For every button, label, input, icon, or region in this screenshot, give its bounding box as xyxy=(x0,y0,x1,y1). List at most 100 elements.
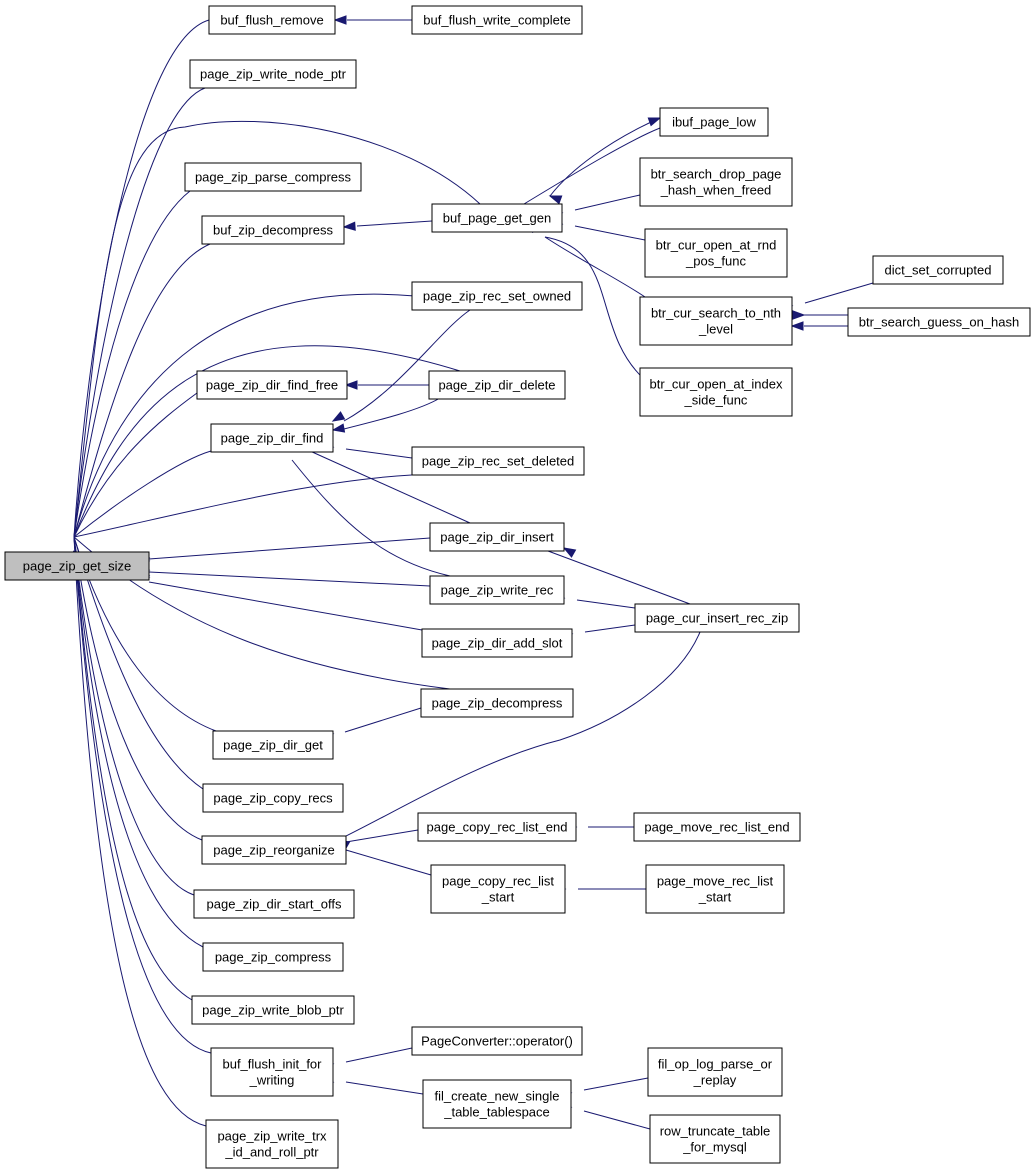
edge-line xyxy=(73,190,191,538)
node-page-zip-write-trx-id-and-roll-ptr[interactable]: page_zip_write_trx_id_and_roll_ptr xyxy=(205,1119,339,1169)
node-page-zip-dir-insert[interactable]: page_zip_dir_insert xyxy=(429,522,565,552)
arrowhead xyxy=(548,195,563,205)
node-box xyxy=(201,835,347,865)
node-fil-op-log-parse-or-replay[interactable]: fil_op_log_parse_or_replay xyxy=(647,1047,783,1097)
node-box xyxy=(205,1119,339,1169)
edge-line xyxy=(73,120,481,538)
node-label: page_move_rec_list xyxy=(657,874,774,889)
node-fil-create-new-single-table-tablespace[interactable]: fil_create_new_single_table_tablespace xyxy=(422,1079,572,1129)
node-page-zip-dir-get[interactable]: page_zip_dir_get xyxy=(212,730,334,760)
node-label: fil_op_log_parse_or xyxy=(658,1057,773,1072)
node-page-zip-dir-find[interactable]: page_zip_dir_find xyxy=(210,423,334,453)
node-box xyxy=(644,228,788,278)
node-page-move-rec-list-start[interactable]: page_move_rec_list_start xyxy=(645,864,785,914)
node-buf-page-get-gen[interactable]: buf_page_get_gen xyxy=(431,203,563,233)
node-PageConverter-operator[interactable]: PageConverter::operator() xyxy=(411,1026,583,1056)
node-row-truncate-table-for-mysql[interactable]: row_truncate_table_for_mysql xyxy=(649,1114,781,1164)
node-page-zip-dir-add-slot[interactable]: page_zip_dir_add_slot xyxy=(421,628,573,658)
edge-line xyxy=(148,581,423,631)
node-label: page_zip_dir_get xyxy=(223,738,323,753)
node-page-zip-rec-set-owned[interactable]: page_zip_rec_set_owned xyxy=(411,281,583,311)
node-label: page_zip_compress xyxy=(215,950,332,965)
node-buf-flush-write-complete[interactable]: buf_flush_write_complete xyxy=(411,5,583,35)
node-label: _for_mysql xyxy=(682,1140,747,1155)
node-label: buf_zip_decompress xyxy=(213,223,333,238)
node-box xyxy=(428,370,566,400)
arrowhead xyxy=(344,380,358,390)
node-label: row_truncate_table xyxy=(660,1124,771,1139)
node-label: page_zip_write_trx xyxy=(217,1129,327,1144)
edge-line xyxy=(73,392,198,538)
node-btr-search-drop-page-hash[interactable]: btr_search_drop_page_hash_when_freed xyxy=(639,157,793,207)
edge-page_cur_insert_rec_zip-to-page_zip_write_rec xyxy=(552,592,636,609)
edge-line xyxy=(73,87,206,538)
edge-page_zip_dir_delete-to-page_zip_dir_find_free xyxy=(344,380,429,390)
edge-line xyxy=(73,19,210,538)
edge-btr_cur_search_to_nth-to-btr_search_guess_on_hash xyxy=(790,321,848,331)
node-btr-cur-open-at-rnd[interactable]: btr_cur_open_at_rnd_pos_func xyxy=(644,228,788,278)
node-page-zip-get-size[interactable]: page_zip_get_size xyxy=(4,551,150,581)
edge-line xyxy=(345,1081,424,1095)
node-label: page_zip_decompress xyxy=(432,696,563,711)
node-label: page_zip_dir_delete xyxy=(438,378,555,393)
node-box xyxy=(202,783,344,813)
edge-buf_flush_init_for_writing-to-page_zip_get_size xyxy=(69,536,212,1054)
node-box xyxy=(639,367,793,417)
node-btr-search-guess-on-hash[interactable]: btr_search_guess_on_hash xyxy=(847,307,1031,337)
node-btr-cur-search-to-nth[interactable]: btr_cur_search_to_nth_level xyxy=(639,296,793,346)
node-page-zip-compress[interactable]: page_zip_compress xyxy=(202,942,344,972)
node-page-copy-rec-list-start[interactable]: page_copy_rec_list_start xyxy=(430,864,566,914)
node-box xyxy=(210,1047,334,1097)
edge-page_zip_dir_add_slot-to-page_zip_get_size xyxy=(136,569,423,631)
node-ibuf-page-low[interactable]: ibuf_page_low xyxy=(659,107,769,137)
edge-line xyxy=(73,536,207,1127)
node-label: _table_tablespace xyxy=(443,1105,550,1120)
node-page-zip-parse-compress[interactable]: page_zip_parse_compress xyxy=(184,162,362,192)
node-page-zip-write-rec[interactable]: page_zip_write_rec xyxy=(429,575,565,605)
node-box xyxy=(4,551,150,581)
node-page-move-rec-list-end[interactable]: page_move_rec_list_end xyxy=(633,812,801,842)
edge-line xyxy=(584,624,636,633)
arrowhead xyxy=(342,221,356,231)
arrowhead xyxy=(331,423,346,433)
node-page-zip-dir-start-offs[interactable]: page_zip_dir_start_offs xyxy=(193,889,355,919)
edge-line xyxy=(73,536,203,841)
node-page-zip-dir-find-free[interactable]: page_zip_dir_find_free xyxy=(196,370,348,400)
node-page-cur-insert-rec-zip[interactable]: page_cur_insert_rec_zip xyxy=(634,603,800,633)
edge-page_zip_rec_set_deleted-to-page_zip_dir_find xyxy=(320,440,413,459)
node-box xyxy=(196,370,348,400)
edge-line xyxy=(343,309,471,422)
node-box xyxy=(184,162,362,192)
edge-buf_flush_remove-to-page_zip_get_size xyxy=(69,19,210,564)
edge-line xyxy=(344,707,422,733)
arrowhead xyxy=(792,310,806,320)
node-page-zip-write-blob-ptr[interactable]: page_zip_write_blob_ptr xyxy=(191,995,355,1025)
node-buf-flush-remove[interactable]: buf_flush_remove xyxy=(208,5,336,35)
node-page-zip-write-node-ptr[interactable]: page_zip_write_node_ptr xyxy=(189,59,357,89)
node-label: PageConverter::operator() xyxy=(421,1034,573,1049)
node-box xyxy=(634,603,800,633)
node-buf-zip-decompress[interactable]: buf_zip_decompress xyxy=(201,215,345,245)
arrowhead xyxy=(333,15,347,25)
node-label: page_zip_dir_add_slot xyxy=(432,636,563,651)
node-box xyxy=(210,423,334,453)
node-page-zip-reorganize[interactable]: page_zip_reorganize xyxy=(201,835,347,865)
node-box xyxy=(411,1026,583,1056)
node-buf-flush-init-for-writing[interactable]: buf_flush_init_for_writing xyxy=(210,1047,334,1097)
node-label: page_zip_dir_find xyxy=(221,431,324,446)
edge-page_zip_rec_set_owned-to-page_zip_dir_find xyxy=(331,309,471,422)
node-label: buf_page_get_gen xyxy=(443,211,551,226)
edge-line xyxy=(73,293,416,538)
edge-buf_page_get_gen-to-buf_zip_decompress xyxy=(342,220,433,231)
node-page-copy-rec-list-end[interactable]: page_copy_rec_list_end xyxy=(417,812,577,842)
node-page-zip-rec-set-deleted[interactable]: page_zip_rec_set_deleted xyxy=(411,446,585,476)
node-label: _hash_when_freed xyxy=(660,183,772,198)
node-page-zip-dir-delete[interactable]: page_zip_dir_delete xyxy=(428,370,566,400)
node-page-zip-decompress[interactable]: page_zip_decompress xyxy=(420,688,574,718)
node-dict-set-corrupted[interactable]: dict_set_corrupted xyxy=(872,255,1004,285)
edge-line xyxy=(345,829,419,843)
arrowhead xyxy=(647,117,662,127)
node-page-zip-copy-recs[interactable]: page_zip_copy_recs xyxy=(202,783,344,813)
node-btr-cur-open-at-index[interactable]: btr_cur_open_at_index_side_func xyxy=(639,367,793,417)
